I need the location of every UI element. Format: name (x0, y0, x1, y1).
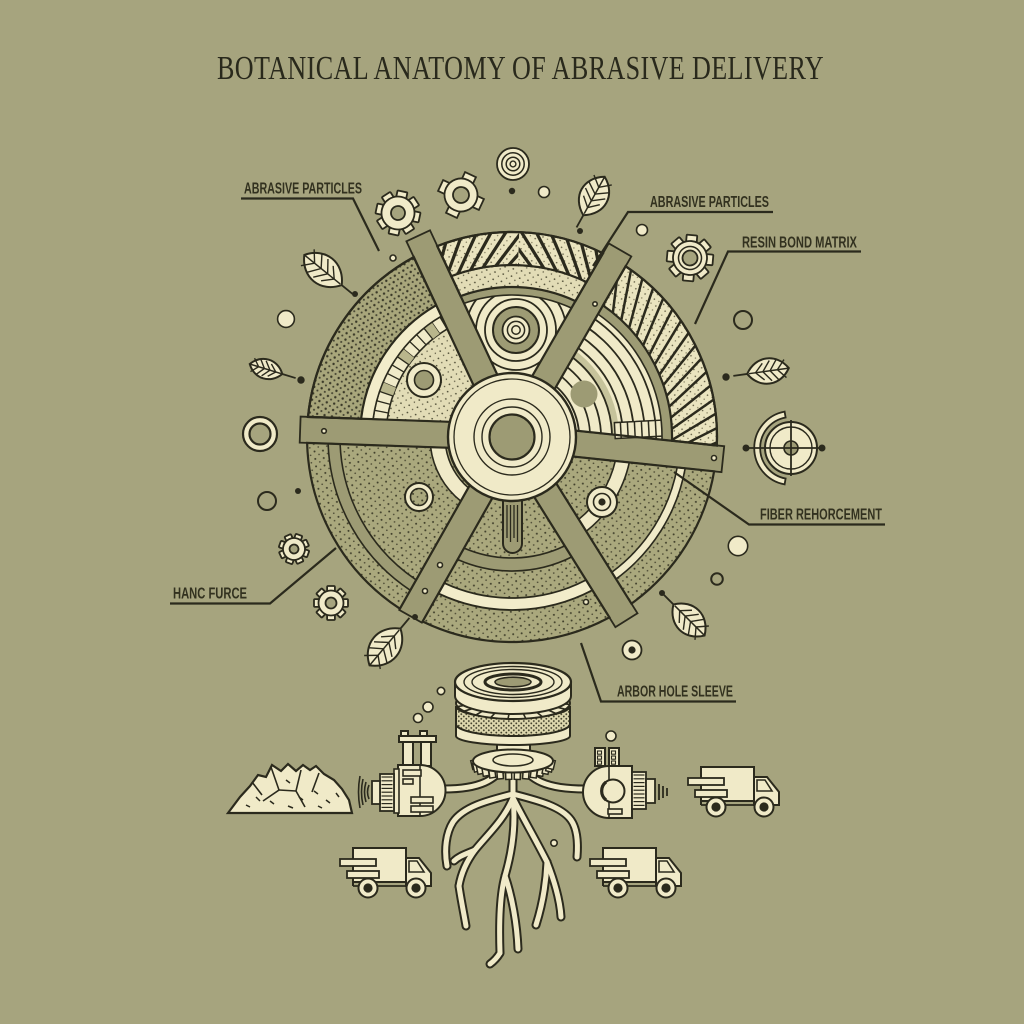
svg-text:ARBOR HOLE SLEEVE: ARBOR HOLE SLEEVE (617, 684, 733, 701)
svg-text:FIBER REHORCEMENT: FIBER REHORCEMENT (760, 507, 882, 524)
svg-text:ABRASIVE PARTICLES: ABRASIVE PARTICLES (650, 194, 769, 211)
svg-text:ABRASIVE PARTICLES: ABRASIVE PARTICLES (244, 181, 362, 198)
svg-text:RESIN BOND MATRIX: RESIN BOND MATRIX (742, 235, 857, 252)
svg-text:BOTANICAL ANATOMY OF ABRASIVE: BOTANICAL ANATOMY OF ABRASIVE DELIVERY (217, 50, 824, 87)
svg-text:HANC FURCE: HANC FURCE (173, 586, 247, 603)
